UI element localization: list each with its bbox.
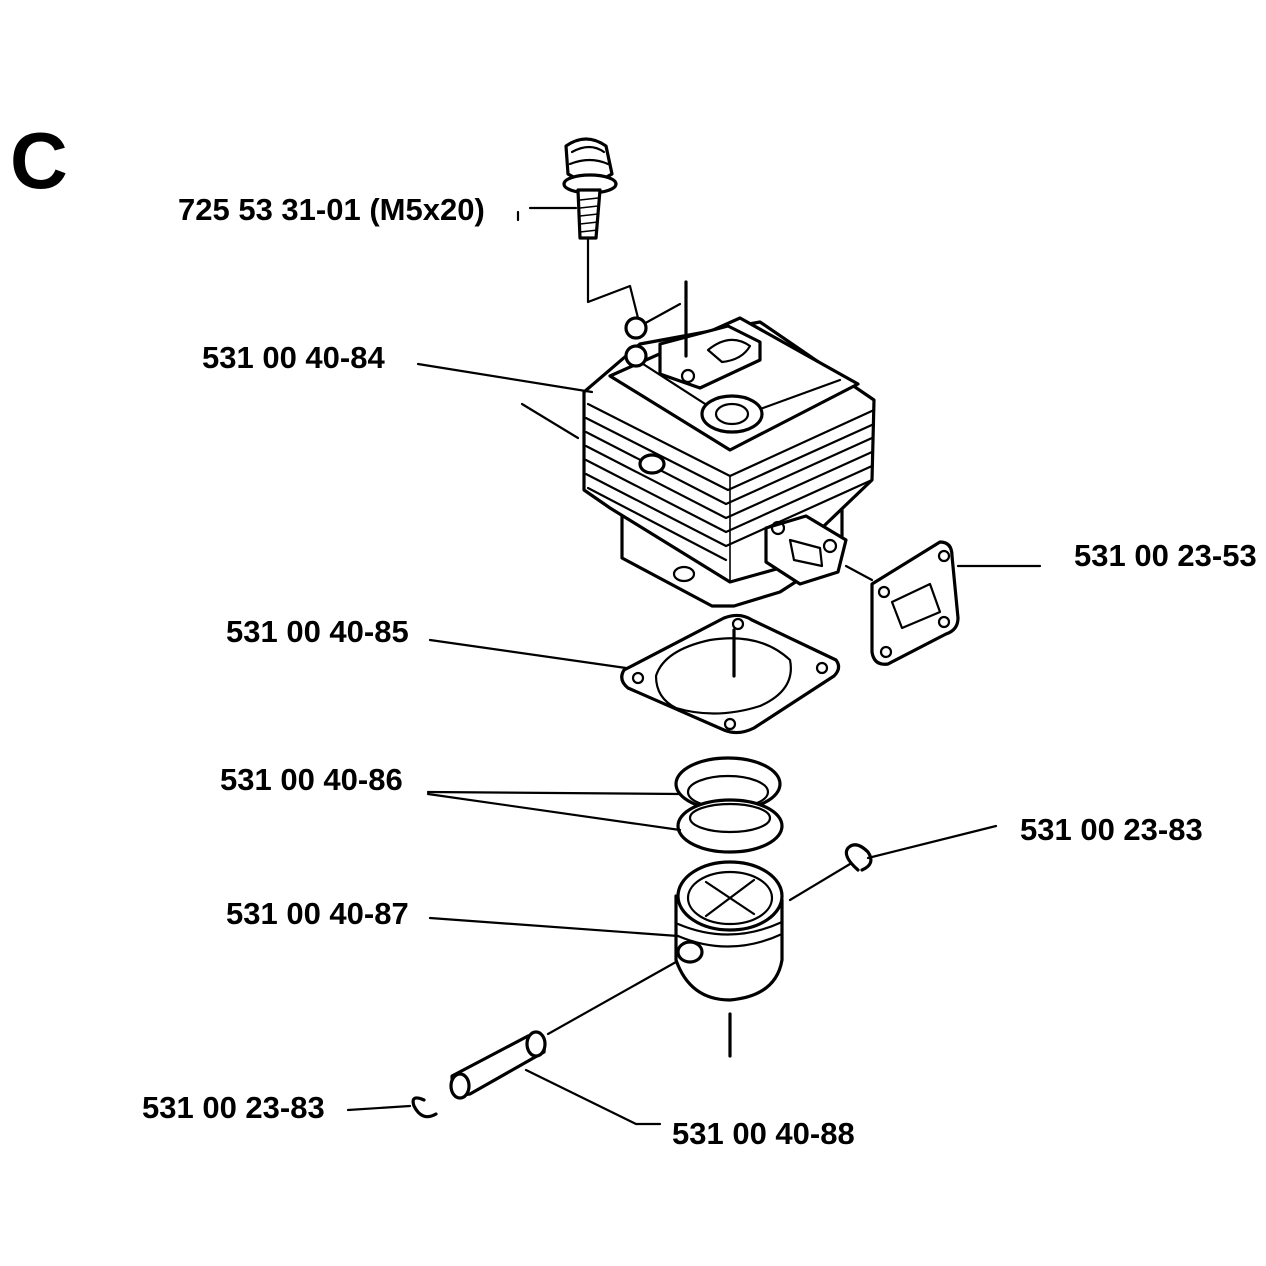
exhaust-gasket-drawing (844, 540, 960, 666)
piston-leader (428, 916, 680, 938)
cylinder-gasket-leader (428, 638, 628, 670)
circlip-left-drawing (411, 1096, 438, 1119)
circlip-right-leader (866, 824, 998, 860)
label-piston-rings: 531 00 40-86 (220, 762, 403, 797)
cylinder-leader (416, 362, 594, 394)
label-piston-pin: 531 00 40-88 (672, 1116, 855, 1151)
label-exhaust-gasket: 531 00 23-53 (1074, 538, 1257, 573)
piston-rings-leader-1 (426, 790, 682, 796)
piston-pin-drawing (449, 960, 678, 1100)
cylinder-drawing (582, 280, 876, 608)
cylinder-leader-2 (520, 402, 580, 440)
label-cylinder-gasket: 531 00 40-85 (226, 614, 409, 649)
label-circlip-left: 531 00 23-83 (142, 1090, 325, 1125)
label-bolt: 725 53 31-01 (M5x20) (178, 192, 485, 227)
cylinder-gasket-drawing (620, 613, 841, 735)
bolt-drawing (562, 137, 682, 328)
section-letter: C (10, 116, 68, 205)
piston-rings-drawing (674, 756, 784, 854)
circlip-right-drawing (788, 843, 873, 902)
label-cylinder: 531 00 40-84 (202, 340, 385, 375)
circlip-left-leader (346, 1104, 412, 1112)
piston-rings-leader-2 (426, 792, 682, 832)
label-piston: 531 00 40-87 (226, 896, 409, 931)
piston-drawing (674, 860, 784, 1058)
label-circlip-right: 531 00 23-83 (1020, 812, 1203, 847)
piston-pin-leader (524, 1068, 662, 1126)
